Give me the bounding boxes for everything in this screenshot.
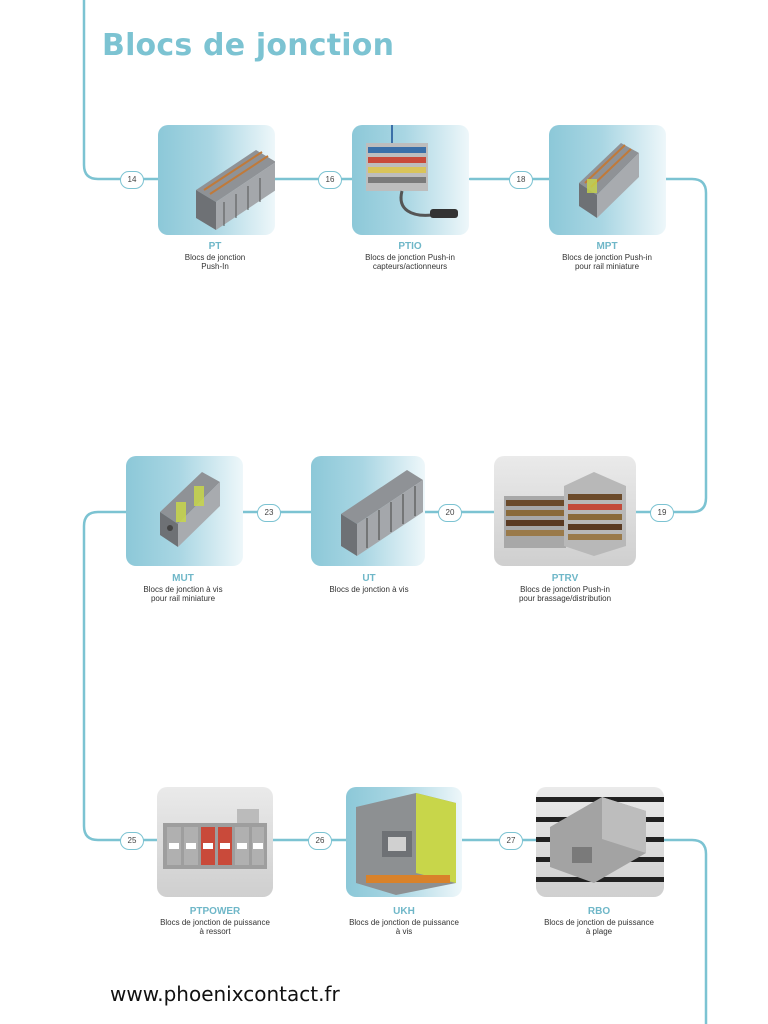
page-badge-pt: 14 bbox=[120, 171, 144, 189]
product-image-mut bbox=[126, 456, 243, 566]
page-badge-ptio: 16 bbox=[318, 171, 342, 189]
product-name: MUT bbox=[172, 573, 194, 584]
product-name: MPT bbox=[596, 241, 618, 252]
caption-pt: PT Blocs de jonction Push-In bbox=[150, 241, 280, 271]
website-url[interactable]: www.phoenixcontact.fr bbox=[110, 982, 340, 1006]
product-name: RBO bbox=[587, 906, 611, 917]
product-desc-line1: Blocs de jonction bbox=[184, 253, 246, 262]
caption-mut: MUT Blocs de jonction à vis pour rail mi… bbox=[118, 573, 248, 603]
product-desc-line2: à vis bbox=[395, 927, 413, 936]
product-desc-line1: Blocs de jonction Push-in bbox=[520, 585, 610, 594]
product-image-ptio bbox=[352, 125, 469, 235]
product-image-ut bbox=[311, 456, 425, 566]
page-badge-mpt: 18 bbox=[509, 171, 533, 189]
product-name: PTRV bbox=[551, 573, 579, 584]
product-desc-line1: Blocs de jonction à vis bbox=[143, 585, 223, 594]
page-badge-rbo: 27 bbox=[499, 832, 523, 850]
page-badge-ukh: 26 bbox=[308, 832, 332, 850]
product-desc-line1: Blocs de jonction de puissance bbox=[349, 918, 459, 927]
product-desc-line2: à ressort bbox=[199, 927, 231, 936]
caption-rbo: RBO Blocs de jonction de puissance à pla… bbox=[534, 906, 664, 936]
product-image-pt bbox=[158, 125, 275, 235]
product-desc-line1: Blocs de jonction Push-in bbox=[365, 253, 455, 262]
product-name: PTIO bbox=[398, 241, 422, 252]
caption-mpt: MPT Blocs de jonction Push-in pour rail … bbox=[542, 241, 672, 271]
product-desc-line1: Blocs de jonction Push-in bbox=[562, 253, 652, 262]
product-name: UT bbox=[362, 573, 376, 584]
caption-ptrv: PTRV Blocs de jonction Push-in pour bras… bbox=[500, 573, 630, 603]
product-name: PT bbox=[208, 241, 222, 252]
product-desc-line2: à plage bbox=[585, 927, 613, 936]
product-image-ptpower bbox=[157, 787, 273, 897]
page-badge-ptpower: 25 bbox=[120, 832, 144, 850]
page-badge-ut: 20 bbox=[438, 504, 462, 522]
product-image-rbo bbox=[536, 787, 664, 897]
page-badge-ptrv: 19 bbox=[650, 504, 674, 522]
caption-ut: UT Blocs de jonction à vis bbox=[304, 573, 434, 594]
product-desc-line1: Blocs de jonction de puissance bbox=[160, 918, 270, 927]
product-desc-line1: Blocs de jonction de puissance bbox=[544, 918, 654, 927]
product-image-ukh bbox=[346, 787, 462, 897]
product-desc-line2: pour rail miniature bbox=[150, 594, 216, 603]
page-title: Blocs de jonction bbox=[102, 28, 395, 63]
product-image-ptrv bbox=[494, 456, 636, 566]
product-name: UKH bbox=[393, 906, 415, 917]
product-name: PTPOWER bbox=[189, 906, 241, 917]
page-badge-mut: 23 bbox=[257, 504, 281, 522]
caption-ptpower: PTPOWER Blocs de jonction de puissance à… bbox=[150, 906, 280, 936]
product-image-mpt bbox=[549, 125, 666, 235]
product-desc-line2: Push-In bbox=[201, 262, 229, 271]
product-desc-line2: pour brassage/distribution bbox=[518, 594, 612, 603]
caption-ukh: UKH Blocs de jonction de puissance à vis bbox=[339, 906, 469, 936]
caption-ptio: PTIO Blocs de jonction Push-in capteurs/… bbox=[345, 241, 475, 271]
product-desc-line2: capteurs/actionneurs bbox=[372, 262, 448, 271]
product-desc-line1: Blocs de jonction à vis bbox=[329, 585, 409, 594]
product-desc-line2: pour rail miniature bbox=[574, 262, 640, 271]
